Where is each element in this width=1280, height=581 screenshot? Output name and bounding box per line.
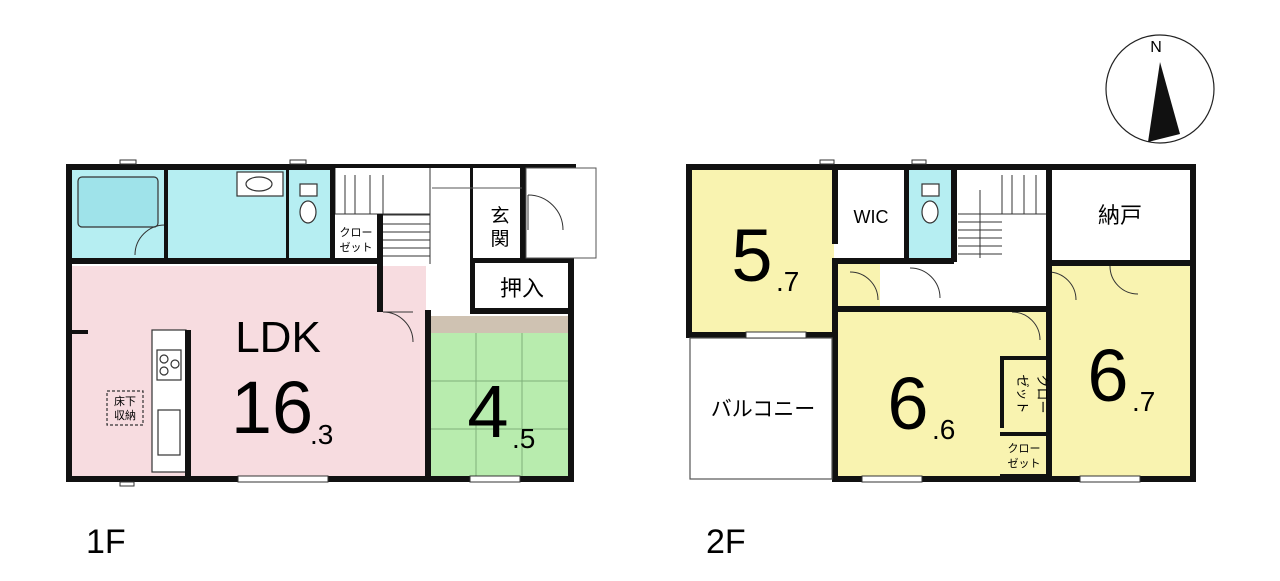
- doors-2f: [849, 265, 1139, 341]
- compass-north-label: N: [1150, 39, 1162, 56]
- floor-1: LDK 16 .3 4 .5 押入 玄 関 クロー ゼット 床下 収納 1F: [66, 159, 597, 561]
- floor-2: 5 .7 6 .6 6 .7 WIC 納戸 バルコニー クロー ゼット クロー …: [686, 159, 1196, 561]
- closet-h-label-2: ゼット: [1008, 457, 1041, 470]
- closet-v-label-2: ゼット: [1015, 374, 1030, 413]
- fixtures-1f: [77, 171, 318, 473]
- underfloor-label-1: 床下: [114, 394, 136, 408]
- washitsu-size-main: 4: [467, 370, 508, 453]
- windows-1f: [119, 159, 521, 487]
- toilet-tank-2f: [921, 183, 940, 197]
- room-6-7: [1048, 266, 1192, 477]
- oshiire-label: 押入: [500, 276, 544, 301]
- porch-1f: [432, 167, 597, 259]
- room-a-size-sub: .7: [776, 266, 799, 297]
- closet-1f-label-1: クロー: [340, 226, 373, 239]
- room-b-size-sub: .6: [932, 414, 955, 445]
- floor-1-label: 1F: [86, 523, 126, 561]
- washitsu: [430, 333, 570, 477]
- floor-2-label: 2F: [706, 523, 746, 561]
- room-5-7-notch: [834, 264, 880, 310]
- kitchen-sink: [157, 409, 181, 456]
- ldk-area: [70, 266, 426, 477]
- balcony-label: バルコニー: [711, 398, 816, 421]
- bathtub: [77, 176, 159, 228]
- closet-v-label-1: クロー: [1035, 374, 1050, 413]
- windows-2f: [745, 159, 1141, 483]
- stairs-2f: [958, 175, 1048, 258]
- closet-1f-label-2: ゼット: [340, 241, 373, 254]
- genkan-label-1: 玄: [490, 205, 509, 227]
- room-c-size-sub: .7: [1132, 386, 1155, 417]
- north-arrow-icon: [1148, 62, 1180, 142]
- ldk-size-sub: .3: [310, 419, 333, 450]
- genkan-label-2: 関: [490, 229, 509, 250]
- walls-2f: [686, 164, 1196, 482]
- compass: N: [1105, 34, 1215, 144]
- fixtures-2f: [921, 183, 940, 224]
- underfloor-label-2: 収納: [114, 409, 136, 422]
- toilet-tank-1f: [299, 183, 318, 197]
- room-6-6: [838, 312, 1048, 477]
- room-5-7: [690, 168, 834, 335]
- room-c-size-main: 6: [1087, 334, 1128, 417]
- ldk-size-main: 16: [231, 366, 313, 449]
- tokonoma-band: [430, 316, 570, 333]
- closet-h-label-1: クロー: [1008, 442, 1041, 455]
- wic-label: WIC: [854, 207, 889, 227]
- underfloor-box: [106, 390, 144, 426]
- stove: [156, 349, 182, 381]
- nando-label: 納戸: [1098, 203, 1142, 228]
- tatami-grid: [430, 333, 570, 477]
- room-a-size-main: 5: [731, 214, 772, 297]
- ldk-label: LDK: [235, 313, 321, 362]
- washitsu-size-sub: .5: [512, 423, 535, 454]
- room-b-size-main: 6: [887, 362, 928, 445]
- stairs-1f: [334, 168, 431, 264]
- compass-ring: [1105, 34, 1215, 144]
